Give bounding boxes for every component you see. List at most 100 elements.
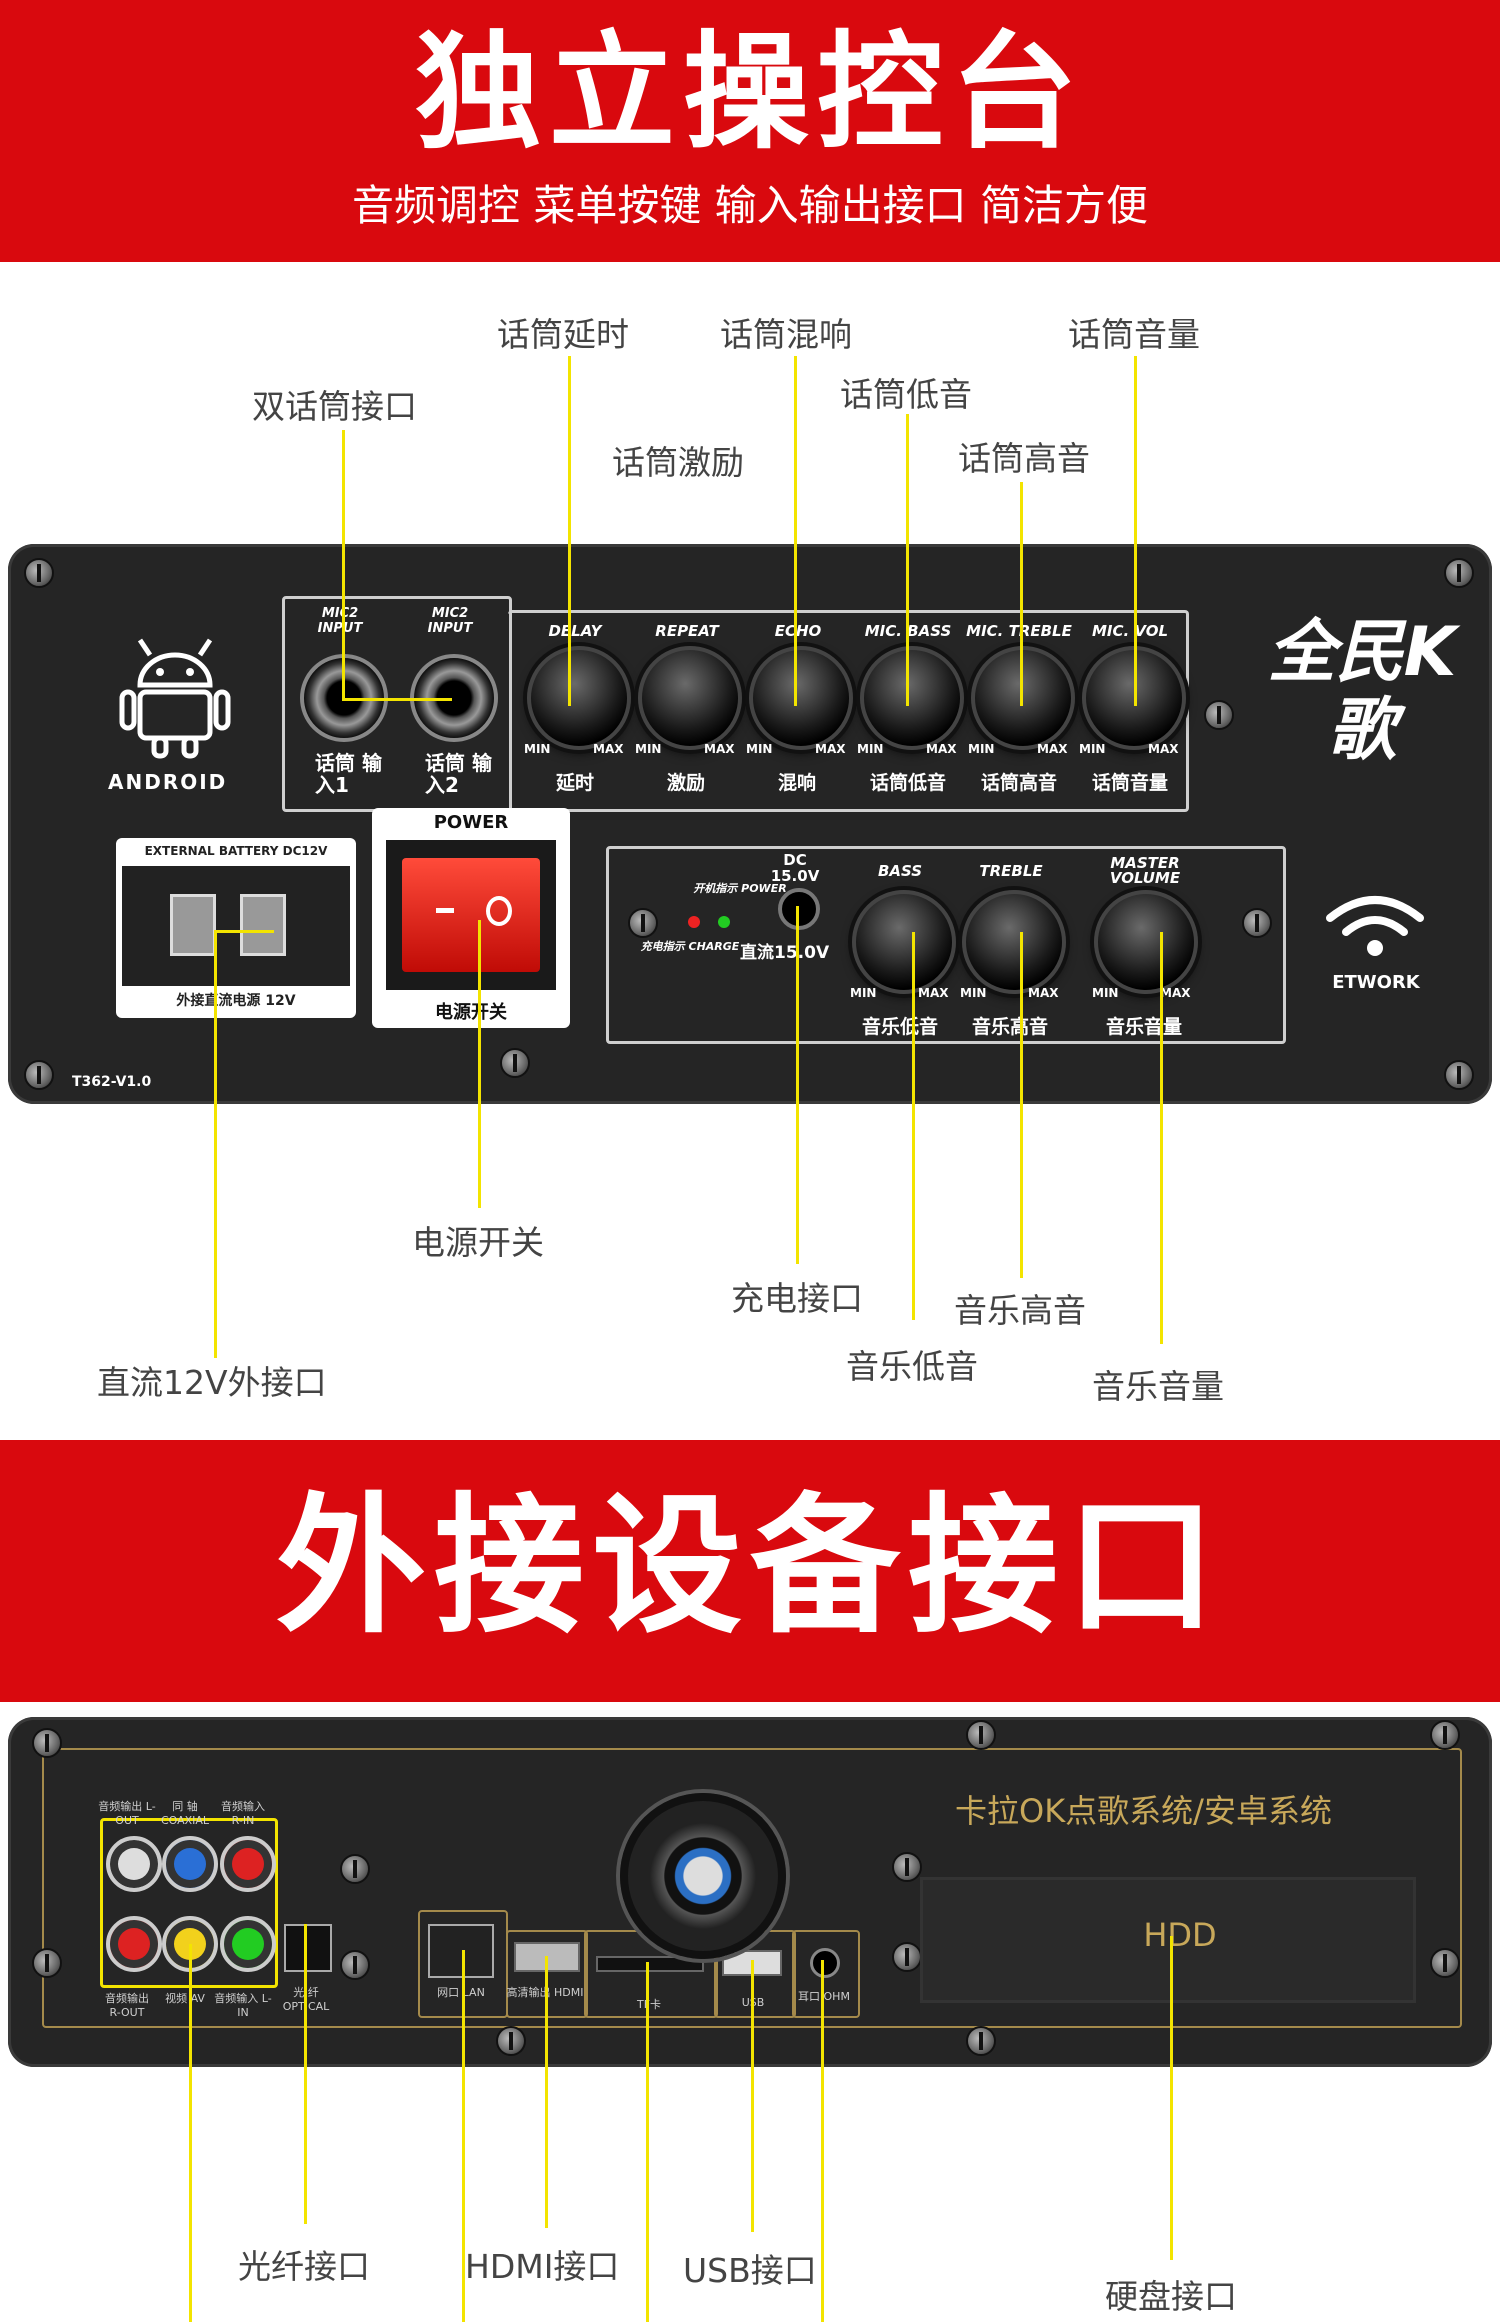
headphone-jack[interactable]	[810, 1948, 840, 1978]
screw-icon	[24, 1060, 54, 1090]
repeat-knob[interactable]	[638, 646, 742, 750]
android-logo-icon	[119, 638, 231, 759]
callout-line	[304, 1924, 307, 2224]
callout-mic-treble: 话筒高音	[958, 439, 1090, 478]
callout-line	[912, 932, 915, 1320]
callout-line	[189, 1944, 192, 2322]
callout-line	[751, 1960, 754, 2232]
max-label: MAX	[704, 742, 735, 756]
wifi-icon	[1326, 896, 1424, 956]
optical-port[interactable]	[284, 1924, 332, 1972]
mic-jack-label: 耳口 OHM	[798, 1990, 850, 2003]
knob-cn-repeat: 激励	[666, 772, 705, 794]
screw-icon	[340, 1854, 370, 1884]
min-label: MIN	[857, 742, 884, 756]
screw-icon	[1430, 1948, 1460, 1978]
max-label: MAX	[926, 742, 957, 756]
rca-label-lin: 音频输入 L-IN	[214, 1992, 272, 2019]
rca-coaxial-port[interactable]	[162, 1836, 218, 1892]
screw-icon	[1444, 558, 1474, 588]
rca-rout-port[interactable]	[106, 1916, 162, 1972]
terminal-negative[interactable]	[170, 894, 216, 956]
music-treble-knob[interactable]	[962, 890, 1066, 994]
charge-led-label: 充电指示 CHARGE	[640, 940, 740, 953]
charge-led-icon	[688, 916, 700, 928]
callout-mic-delay: 话筒延时	[497, 315, 629, 354]
callout-line	[796, 906, 799, 1264]
rca-rin-port[interactable]	[220, 1836, 276, 1892]
power-led-icon	[718, 916, 730, 928]
max-label: MAX	[1028, 986, 1059, 1000]
mic-jack-box	[792, 1930, 860, 2018]
music-bass-knob[interactable]	[852, 890, 956, 994]
echo-knob[interactable]	[749, 646, 853, 750]
screw-icon	[32, 1948, 62, 1978]
rca-label-coaxial: 同 轴 COAXIAL	[160, 1800, 210, 1827]
dc-charge-port[interactable]	[778, 888, 820, 930]
callout-line	[794, 356, 797, 706]
knob-cn-mic-treble: 话筒高音	[980, 772, 1057, 794]
callout-music-bass: 音乐低音	[846, 1347, 978, 1386]
lan-label: 网口 LAN	[437, 1986, 485, 1999]
knob-label-mic-vol: MIC. VOL	[1091, 622, 1169, 640]
callout-power-switch: 电源开关	[412, 1223, 544, 1262]
max-label: MAX	[815, 742, 846, 756]
callout-line	[342, 430, 345, 700]
min-label: MIN	[850, 986, 877, 1000]
rca-lin-port[interactable]	[220, 1916, 276, 1972]
callout-dual-mic: 双话筒接口	[252, 387, 417, 426]
knob-cn-master-volume: 音乐音量	[1105, 1016, 1182, 1038]
callout-music-treble: 音乐高音	[954, 1291, 1086, 1330]
section-subtitle: 音频调控 菜单按键 输入输出接口 简洁方便	[351, 181, 1149, 230]
screw-icon	[340, 1950, 370, 1980]
knob-label-delay: DELAY	[548, 622, 602, 640]
rca-label-lout: 音频输出 L-OUT	[98, 1800, 156, 1827]
callout-hdd: 硬盘接口	[1105, 2277, 1237, 2316]
screw-icon	[892, 1942, 922, 1972]
dc-label: DC 15.0V	[770, 851, 820, 885]
mic-knob-box	[508, 610, 1189, 812]
external-ports-banner	[0, 1440, 1500, 1702]
mic-bass-knob[interactable]	[860, 646, 964, 750]
min-label: MIN	[635, 742, 662, 756]
knob-cn-mic-vol: 话筒音量	[1091, 772, 1168, 794]
mic2-en-label: MIC2 INPUT	[427, 606, 473, 636]
delay-knob[interactable]	[527, 646, 631, 750]
music-volume-knob[interactable]	[1094, 890, 1198, 994]
callout-dc12v: 直流12V外接口	[97, 1363, 327, 1402]
callout-line	[478, 920, 481, 1208]
screw-icon	[496, 2026, 526, 2056]
section-title-ports: 外接设备接口	[275, 1480, 1224, 1654]
hdd-bay[interactable]	[920, 1877, 1416, 2003]
rca-label-av: 视频 AV	[165, 1992, 205, 2005]
brand-logo: 全民K歌	[1267, 613, 1457, 770]
mic-treble-knob[interactable]	[971, 646, 1075, 750]
callout-line	[342, 698, 452, 701]
screw-icon	[966, 2026, 996, 2056]
callout-line	[821, 1960, 824, 2322]
mic1-cn-label: 话筒 输入1	[315, 751, 382, 797]
android-text: ANDROID	[108, 770, 228, 794]
knob-label-treble: TREBLE	[979, 862, 1043, 880]
max-label: MAX	[918, 986, 949, 1000]
cooling-fan-icon	[620, 1793, 786, 1959]
callout-line	[646, 1962, 649, 2322]
screw-icon	[892, 1852, 922, 1882]
screw-icon	[500, 1048, 530, 1078]
tf-card-slot[interactable]	[596, 1956, 704, 1972]
lan-port[interactable]	[428, 1924, 494, 1978]
callout-optical: 光纤接口	[238, 2247, 370, 2286]
rca-lout-port[interactable]	[106, 1836, 162, 1892]
knob-label-bass: BASS	[877, 862, 923, 880]
min-label: MIN	[968, 742, 995, 756]
screw-icon	[628, 908, 658, 938]
callout-line	[214, 930, 274, 933]
callout-mic-bass: 话筒低音	[840, 375, 972, 414]
knob-cn-delay: 延时	[555, 772, 594, 794]
terminal-positive[interactable]	[240, 894, 286, 956]
power-switch-button[interactable]	[402, 858, 540, 972]
knob-label-master-volume: MASTER VOLUME	[1109, 854, 1181, 887]
max-label: MAX	[593, 742, 624, 756]
knob-cn-echo: 混响	[777, 772, 816, 794]
screw-icon	[1204, 700, 1234, 730]
